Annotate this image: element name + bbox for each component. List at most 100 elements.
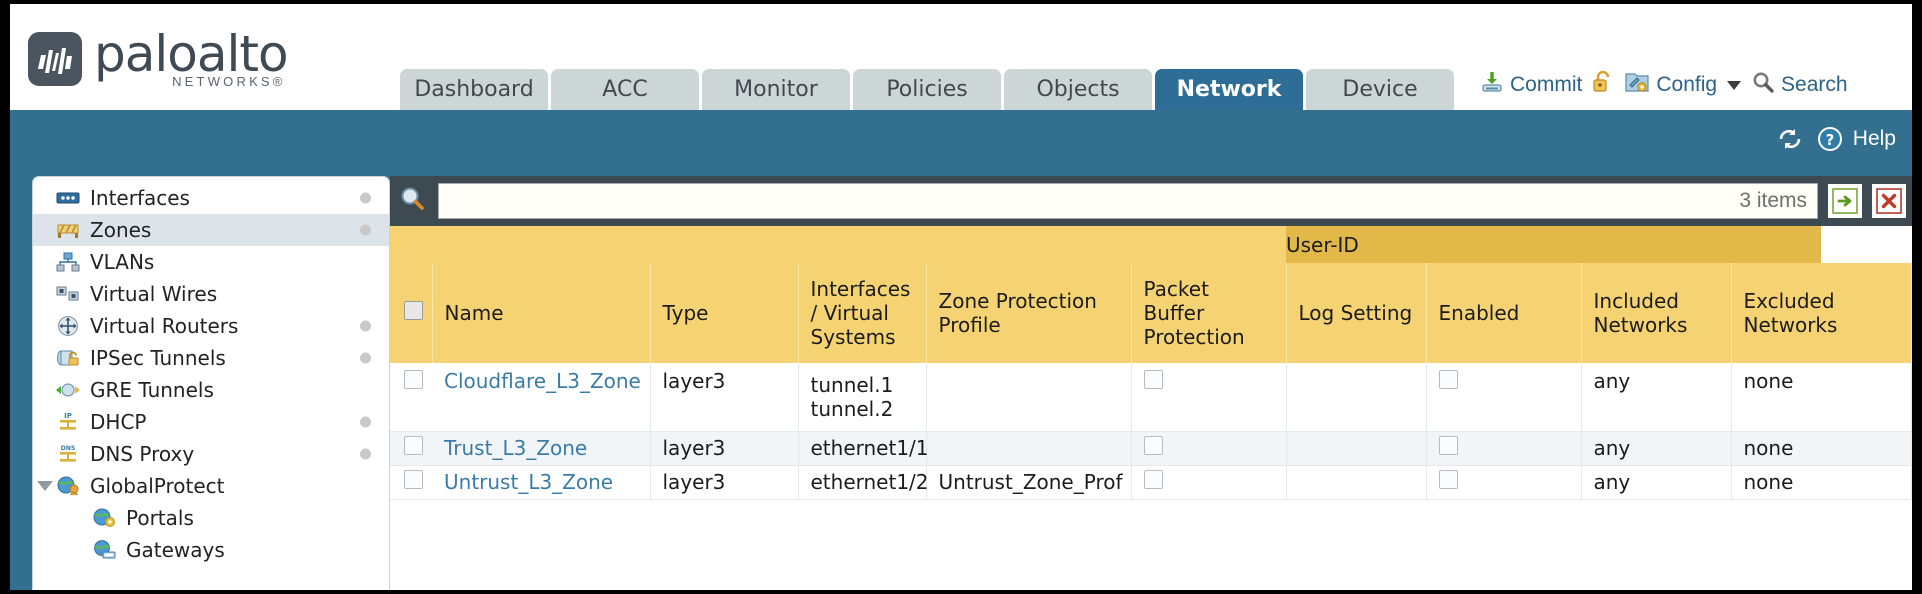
search-button[interactable]: Search: [1751, 70, 1848, 100]
tab-monitor[interactable]: Monitor: [702, 69, 850, 110]
sidebar-item-dns-proxy[interactable]: DNS DNS Proxy: [33, 438, 389, 470]
col-header-zone-protection-profile[interactable]: Zone Protection Profile: [926, 263, 1132, 363]
zones-icon: [55, 220, 81, 240]
app-window: paloalto NETWORKS® Dashboard ACC Monitor…: [10, 4, 1912, 590]
tab-network[interactable]: Network: [1155, 69, 1303, 110]
table-head: User-ID Name Type Interfaces / Virtual S…: [390, 226, 1912, 363]
refresh-button[interactable]: [1777, 127, 1803, 151]
col-header-interfaces[interactable]: Interfaces / Virtual Systems: [798, 263, 927, 363]
brand-tagline: NETWORKS®: [172, 74, 286, 89]
cell-type: layer3: [650, 431, 799, 466]
group-header-row: User-ID: [390, 226, 1912, 263]
cell-name: Cloudflare_L3_Zone: [432, 363, 651, 432]
sidebar-item-label: DNS Proxy: [90, 442, 195, 466]
gre-tunnels-icon: [55, 380, 81, 400]
cell-name: Trust_L3_Zone: [432, 431, 651, 466]
userid-enabled-checkbox[interactable]: [1438, 436, 1458, 455]
tab-policies[interactable]: Policies: [853, 69, 1001, 110]
cell-log-setting: [1286, 465, 1427, 500]
sidebar-item-portals[interactable]: Portals: [33, 502, 389, 534]
col-header-log-setting[interactable]: Log Setting: [1286, 263, 1427, 363]
userid-enabled-checkbox[interactable]: [1438, 470, 1458, 489]
sidebar-item-globalprotect[interactable]: GlobalProtect: [33, 470, 389, 502]
col-header-enabled[interactable]: Enabled: [1426, 263, 1582, 363]
packet-buffer-checkbox[interactable]: [1143, 370, 1163, 389]
cell-userid-enabled: [1426, 363, 1582, 432]
zone-name-link[interactable]: Untrust_L3_Zone: [444, 470, 614, 494]
virtual-routers-icon: [55, 316, 81, 336]
packet-buffer-checkbox[interactable]: [1143, 436, 1163, 455]
sidebar-item-virtual-routers[interactable]: Virtual Routers: [33, 310, 389, 342]
sidebar-item-label: VLANs: [90, 250, 155, 274]
config-dropdown[interactable]: Config: [1624, 70, 1742, 100]
sidebar-item-zones[interactable]: Zones: [33, 214, 389, 246]
packet-buffer-checkbox[interactable]: [1143, 470, 1163, 489]
cell-interfaces: tunnel.1 tunnel.2: [798, 363, 927, 432]
cell-log-setting: [1286, 363, 1427, 432]
sidebar-item-dhcp[interactable]: IP DHCP: [33, 406, 389, 438]
collapse-triangle-icon[interactable]: [37, 481, 53, 491]
table-body: Cloudflare_L3_Zone layer3 tunnel.1 tunne…: [390, 363, 1912, 500]
row-checkbox[interactable]: [404, 436, 423, 455]
tab-acc[interactable]: ACC: [551, 69, 699, 110]
zones-table: User-ID Name Type Interfaces / Virtual S…: [390, 226, 1912, 500]
row-checkbox[interactable]: [404, 470, 423, 489]
unlock-icon: [1592, 70, 1614, 100]
sidebar-item-virtual-wires[interactable]: Virtual Wires: [33, 278, 389, 310]
table-row[interactable]: Trust_L3_Zone layer3 ethernet1/1: [390, 431, 1912, 466]
cell-userid-enabled: [1426, 431, 1582, 466]
cell-zone-protection-profile: Untrust_Zone_Prof: [926, 465, 1132, 500]
col-header-type[interactable]: Type: [650, 263, 799, 363]
col-header-included-networks[interactable]: Included Networks: [1581, 263, 1732, 363]
commit-icon: [1480, 70, 1504, 100]
lock-button[interactable]: [1592, 70, 1614, 100]
svg-text:?: ?: [1825, 131, 1834, 149]
sidebar-item-gateways[interactable]: Gateways: [33, 534, 389, 566]
cell-type: layer3: [650, 465, 799, 500]
table-row[interactable]: Untrust_L3_Zone layer3 ethernet1/2 Untru…: [390, 465, 1912, 500]
search-label: Search: [1781, 73, 1848, 96]
cell-zone-protection-profile: [926, 431, 1132, 466]
help-button[interactable]: ? Help: [1817, 126, 1896, 152]
userid-enabled-checkbox[interactable]: [1438, 370, 1458, 389]
sidebar-item-vlans[interactable]: VLANs: [33, 246, 389, 278]
cell-excluded-networks: none: [1731, 431, 1912, 466]
table-row[interactable]: Cloudflare_L3_Zone layer3 tunnel.1 tunne…: [390, 363, 1912, 432]
body-area: Interfaces Zones VLANs Vir: [10, 176, 1912, 590]
vlans-icon: [55, 252, 81, 272]
virtual-wires-icon: [55, 284, 81, 304]
col-header-name[interactable]: Name: [432, 263, 651, 363]
col-header-packet-buffer-protection[interactable]: Packet Buffer Protection: [1131, 263, 1287, 363]
tab-dashboard[interactable]: Dashboard: [400, 69, 548, 110]
commit-label: Commit: [1510, 73, 1583, 96]
sidebar-item-label: Gateways: [126, 538, 225, 562]
clear-filter-button[interactable]: [1872, 184, 1906, 218]
sidebar: Interfaces Zones VLANs Vir: [32, 176, 390, 590]
apply-filter-button[interactable]: [1828, 184, 1862, 218]
zone-name-link[interactable]: Cloudflare_L3_Zone: [444, 369, 641, 393]
cell-packet-buffer-protection: [1131, 465, 1287, 500]
sub-header-band: ? Help: [10, 110, 1912, 176]
search-input[interactable]: [449, 189, 1740, 213]
col-header-excluded-networks[interactable]: Excluded Networks: [1731, 263, 1912, 363]
row-select-cell: [390, 431, 432, 466]
group-header-empty: [390, 226, 1286, 263]
tab-objects[interactable]: Objects: [1004, 69, 1152, 110]
paloalto-logo-icon: [28, 31, 82, 86]
sidebar-item-ipsec-tunnels[interactable]: IPSec Tunnels: [33, 342, 389, 374]
select-all-checkbox[interactable]: [404, 301, 423, 320]
zone-name-link[interactable]: Trust_L3_Zone: [444, 436, 588, 460]
sidebar-item-label: Zones: [90, 218, 152, 242]
config-label: Config: [1656, 73, 1718, 96]
commit-button[interactable]: Commit: [1480, 70, 1582, 100]
sidebar-item-interfaces[interactable]: Interfaces: [33, 182, 389, 214]
row-checkbox[interactable]: [404, 370, 423, 389]
sidebar-item-gre-tunnels[interactable]: GRE Tunnels: [33, 374, 389, 406]
sidebar-item-label: IPSec Tunnels: [90, 346, 226, 370]
filter-input-wrapper[interactable]: 3 items: [438, 183, 1818, 219]
tab-device[interactable]: Device: [1306, 69, 1454, 110]
sidebar-item-label: DHCP: [90, 410, 147, 434]
status-dot: [360, 224, 371, 236]
sidebar-item-label: Interfaces: [90, 186, 190, 210]
help-label: Help: [1852, 127, 1896, 150]
